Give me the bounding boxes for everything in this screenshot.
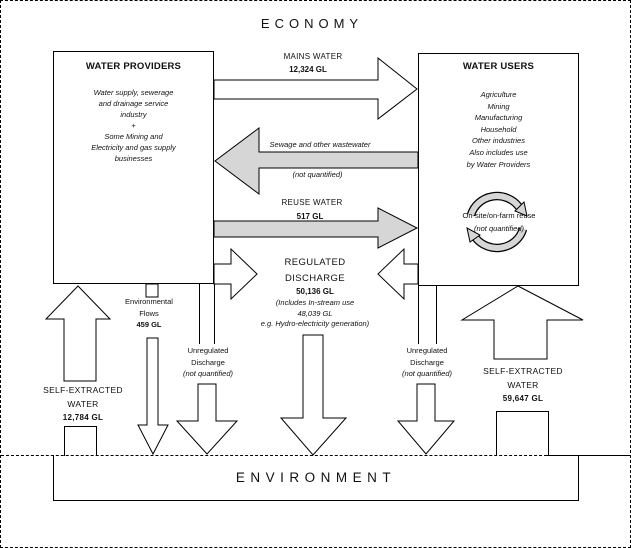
- providers-line: Electricity and gas supply: [91, 143, 176, 152]
- users-line: by Water Providers: [466, 159, 531, 169]
- regulated-discharge-label: REGULATED DISCHARGE: [245, 255, 385, 287]
- providers-line: and drainage service: [98, 99, 169, 108]
- mains-water-value: 12,324 GL: [289, 65, 327, 74]
- onsite-reuse-label: On-site/on-farm reuse: [462, 211, 536, 220]
- economy-label: ECONOMY: [260, 16, 364, 31]
- unregulated-discharge-left-stub: [199, 284, 215, 344]
- unregulated-discharge-left-label: Unregulated Discharge (not quantified): [167, 345, 249, 380]
- mains-water-arrow: [213, 56, 418, 121]
- water-providers-title: WATER PROVIDERS: [85, 61, 182, 72]
- mains-water-label: MAINS WATER: [283, 52, 343, 61]
- users-line: Other industries: [472, 136, 525, 146]
- environmental-flows-stub: [145, 283, 159, 298]
- self-extracted-left-value: 12,784 GL: [62, 413, 104, 422]
- unregulated-discharge-left-down-arrow: [175, 383, 239, 455]
- unregulated-discharge-right-stub: [418, 286, 437, 344]
- onsite-reuse-bottom-arc: [472, 227, 526, 251]
- self-extracted-left-line: SELF-EXTRACTED: [43, 385, 123, 395]
- environmental-flows-line: Environmental: [125, 297, 173, 306]
- environment-box: ENVIRONMENT: [53, 455, 579, 501]
- unregulated-left-line: Discharge: [191, 357, 225, 367]
- providers-line: industry: [120, 110, 147, 119]
- providers-line: Some Mining and: [104, 132, 163, 141]
- onsite-reuse-bottom-arrowhead-icon: [466, 227, 481, 243]
- regulated-discharge-note-line: e.g. Hydro-electricity generation): [260, 319, 370, 328]
- environmental-flows-line: Flows: [139, 308, 159, 318]
- regulated-discharge-value: 50,136 GL: [296, 287, 334, 296]
- sewage-label: Sewage and other wastewater: [269, 140, 371, 149]
- onsite-reuse-top-arc: [468, 193, 522, 217]
- self-extracted-right-value: 59,647 GL: [502, 394, 544, 403]
- reuse-water-value: 517 GL: [296, 212, 324, 221]
- self-extracted-right-label: SELF-EXTRACTED WATER 59,647 GL: [463, 365, 583, 406]
- users-line: Agriculture: [480, 90, 517, 99]
- users-line: Mining: [487, 101, 510, 111]
- reuse-water-arrow: [213, 207, 419, 249]
- regulated-discharge-down-arrow: [279, 334, 348, 456]
- unregulated-right-line: Unregulated: [406, 346, 448, 355]
- regulated-discharge-right-arrow: [377, 247, 419, 301]
- self-extracted-left-stub: [64, 426, 97, 456]
- regulated-discharge-label-line: REGULATED: [284, 257, 346, 268]
- onsite-reuse-note: (not quantified): [473, 224, 525, 233]
- self-extracted-left-up-arrow: [44, 285, 112, 382]
- reuse-water-label: REUSE WATER: [281, 198, 343, 207]
- environment-label: ENVIRONMENT: [235, 470, 397, 485]
- economy-environment-divider-solid: [547, 455, 630, 456]
- regulated-discharge-note-line: (Includes In-stream use: [275, 298, 355, 307]
- self-extracted-right-line: WATER: [507, 379, 539, 390]
- unregulated-right-line: Discharge: [410, 357, 444, 367]
- users-line: Manufacturing: [474, 113, 523, 123]
- unregulated-left-note: (not quantified): [182, 369, 234, 378]
- environmental-flows-value: 459 GL: [136, 320, 162, 329]
- self-extracted-right-line: SELF-EXTRACTED: [483, 366, 563, 376]
- providers-line: +: [131, 121, 136, 130]
- users-line: Household: [480, 124, 517, 134]
- water-providers-description: Water supply, sewerage and drainage serv…: [53, 87, 214, 164]
- self-extracted-right-up-arrow: [460, 285, 584, 360]
- unregulated-discharge-right-label: Unregulated Discharge (not quantified): [386, 345, 468, 380]
- economy-environment-divider-dashed: [1, 455, 547, 456]
- providers-line: Water supply, sewerage: [93, 88, 174, 97]
- onsite-reuse-top-arrowhead-icon: [514, 200, 528, 217]
- users-line: Also includes use: [469, 147, 528, 157]
- water-users-description: Agriculture Mining Manufacturing Househo…: [418, 89, 579, 170]
- water-users-title: WATER USERS: [462, 61, 535, 72]
- providers-line: businesses: [114, 154, 153, 163]
- water-providers-box: [53, 51, 214, 284]
- sewage-note: (not quantified): [292, 170, 343, 179]
- regulated-discharge-left-arrow: [213, 247, 258, 301]
- regulated-discharge-note: (Includes In-stream use 48,039 GL e.g. H…: [235, 298, 395, 330]
- environmental-flows-label: Environmental Flows 459 GL: [109, 296, 189, 331]
- self-extracted-right-stub: [496, 411, 549, 456]
- unregulated-left-line: Unregulated: [187, 346, 229, 355]
- self-extracted-left-line: WATER: [67, 398, 99, 409]
- self-extracted-left-label: SELF-EXTRACTED WATER 12,784 GL: [23, 384, 143, 425]
- regulated-discharge-label-line: DISCHARGE: [284, 273, 346, 284]
- unregulated-right-note: (not quantified): [401, 369, 453, 378]
- unregulated-discharge-right-down-arrow: [396, 383, 456, 455]
- environmental-flows-down-arrow: [137, 337, 169, 456]
- sewage-wastewater-arrow: [214, 127, 419, 195]
- regulated-discharge-note-line: 48,039 GL: [297, 308, 333, 318]
